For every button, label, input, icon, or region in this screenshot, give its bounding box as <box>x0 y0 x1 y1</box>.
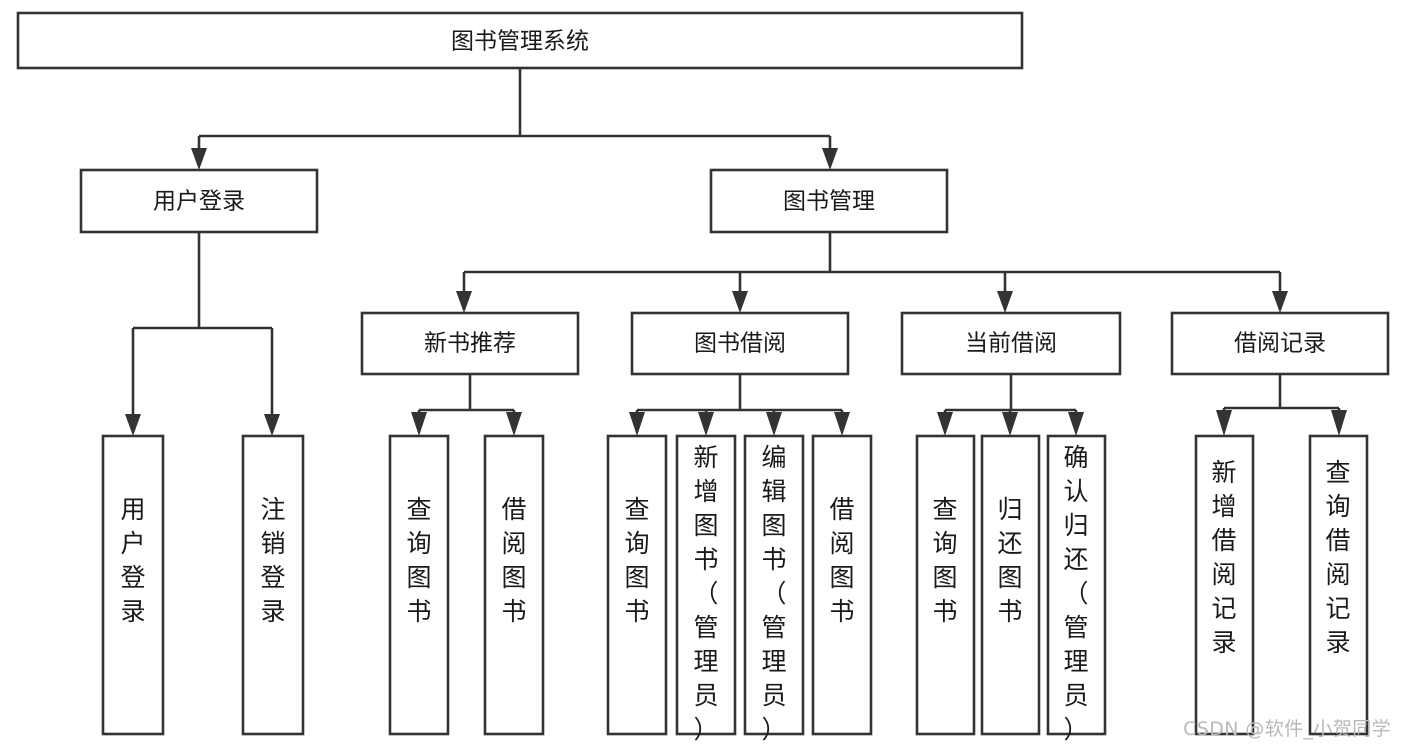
node-leaf-1-label: 用户登录 <box>120 495 145 626</box>
arrowhead-borrow <box>732 291 748 313</box>
arrowhead-leaf-2 <box>264 414 280 436</box>
node-leaf-12[interactable]: 新增借阅记录 <box>1194 434 1255 736</box>
node-leaf-5-label: 查询图书 <box>624 495 649 626</box>
node-newbook-box[interactable] <box>360 311 580 376</box>
node-root-label: 图书管理系统 <box>451 29 589 55</box>
node-leaf-10-label: 归还图书 <box>997 495 1022 626</box>
node-leaf-4[interactable]: 借阅图书 <box>483 434 545 736</box>
node-borrow-box[interactable] <box>630 311 850 376</box>
node-leaf-10-box[interactable] <box>980 434 1041 736</box>
node-leaf-3[interactable]: 查询图书 <box>388 434 450 736</box>
node-login-box[interactable] <box>79 168 319 234</box>
arrowhead-login <box>191 148 207 170</box>
node-leaf-8-label: 借阅图书 <box>829 495 854 626</box>
arrowhead-leaf-11 <box>1068 412 1084 436</box>
node-current-label: 当前借阅 <box>965 331 1057 357</box>
arrowhead-leaf-10 <box>1002 412 1018 436</box>
arrowhead-leaf-13 <box>1331 410 1347 436</box>
node-bookmgmt-label: 图书管理 <box>783 189 875 215</box>
node-current-box[interactable] <box>900 311 1122 376</box>
node-leaf-5-box[interactable] <box>606 434 668 736</box>
node-leaf-7-box[interactable] <box>743 434 805 736</box>
node-borrow[interactable]: 图书借阅 <box>630 311 850 376</box>
node-leaf-9[interactable]: 查询图书 <box>915 434 976 736</box>
node-leaf-2-box[interactable] <box>241 434 305 736</box>
node-leaf-9-box[interactable] <box>915 434 976 736</box>
node-leaf-4-label: 借阅图书 <box>501 495 526 626</box>
node-current[interactable]: 当前借阅 <box>900 311 1122 376</box>
node-leaf-3-box[interactable] <box>388 434 450 736</box>
arrowhead-records <box>1272 291 1288 313</box>
node-leaf-7-label: 编辑图书（管理员） <box>761 443 786 744</box>
node-leaf-10[interactable]: 归还图书 <box>980 434 1041 736</box>
node-leaf-2[interactable]: 注销登录 <box>241 434 305 736</box>
node-records-box[interactable] <box>1170 311 1390 376</box>
node-leaf-11-label: 确认归还（管理员） <box>1063 443 1088 744</box>
node-leaf-6-box[interactable] <box>675 434 737 736</box>
arrowhead-bookmgmt <box>822 148 838 170</box>
node-leaf-1[interactable]: 用户登录 <box>101 434 165 736</box>
node-borrow-label: 图书借阅 <box>694 331 786 357</box>
node-leaf-6[interactable]: 新增图书（管理员） <box>675 434 737 744</box>
node-newbook[interactable]: 新书推荐 <box>360 311 580 376</box>
arrowhead-leaf-3 <box>411 412 427 436</box>
arrowhead-leaf-1 <box>125 414 141 436</box>
arrowhead-leaf-8 <box>834 412 850 436</box>
node-leaf-12-label: 新增借阅记录 <box>1211 458 1236 657</box>
node-leaf-11-box[interactable] <box>1046 434 1107 736</box>
node-records[interactable]: 借阅记录 <box>1170 311 1390 376</box>
node-leaf-3-label: 查询图书 <box>406 495 431 626</box>
arrowhead-leaf-4 <box>506 412 522 436</box>
node-leaf-7[interactable]: 编辑图书（管理员） <box>743 434 805 744</box>
node-leaf-9-label: 查询图书 <box>932 495 957 626</box>
node-leaf-11[interactable]: 确认归还（管理员） <box>1046 434 1107 744</box>
node-leaf-4-box[interactable] <box>483 434 545 736</box>
node-root-box[interactable] <box>16 11 1024 70</box>
node-leaf-1-box[interactable] <box>101 434 165 736</box>
arrowhead-leaf-7 <box>766 412 782 436</box>
node-root[interactable]: 图书管理系统 <box>16 11 1024 70</box>
node-newbook-label: 新书推荐 <box>424 331 516 357</box>
node-leaf-5[interactable]: 查询图书 <box>606 434 668 736</box>
node-login[interactable]: 用户登录 <box>79 168 319 234</box>
node-leaf-12-box[interactable] <box>1194 434 1255 736</box>
arrowhead-leaf-9 <box>937 412 953 436</box>
arrowhead-leaf-5 <box>629 412 645 436</box>
arrowhead-leaf-6 <box>698 412 714 436</box>
connectors <box>125 68 1347 436</box>
arrowhead-current <box>997 291 1013 313</box>
arrowhead-newbook <box>456 291 472 313</box>
node-leaf-2-label: 注销登录 <box>260 495 285 626</box>
node-leaf-13-label: 查询借阅记录 <box>1325 458 1350 657</box>
node-records-label: 借阅记录 <box>1234 331 1326 357</box>
node-bookmgmt-box[interactable] <box>709 168 949 234</box>
arrowhead-leaf-12 <box>1216 410 1232 436</box>
node-leaf-8[interactable]: 借阅图书 <box>811 434 873 736</box>
node-login-label: 用户登录 <box>153 189 245 215</box>
node-leaf-6-label: 新增图书（管理员） <box>693 443 718 744</box>
node-leaf-8-box[interactable] <box>811 434 873 736</box>
node-bookmgmt[interactable]: 图书管理 <box>709 168 949 234</box>
node-leaf-13[interactable]: 查询借阅记录 <box>1308 434 1369 736</box>
node-leaf-13-box[interactable] <box>1308 434 1369 736</box>
